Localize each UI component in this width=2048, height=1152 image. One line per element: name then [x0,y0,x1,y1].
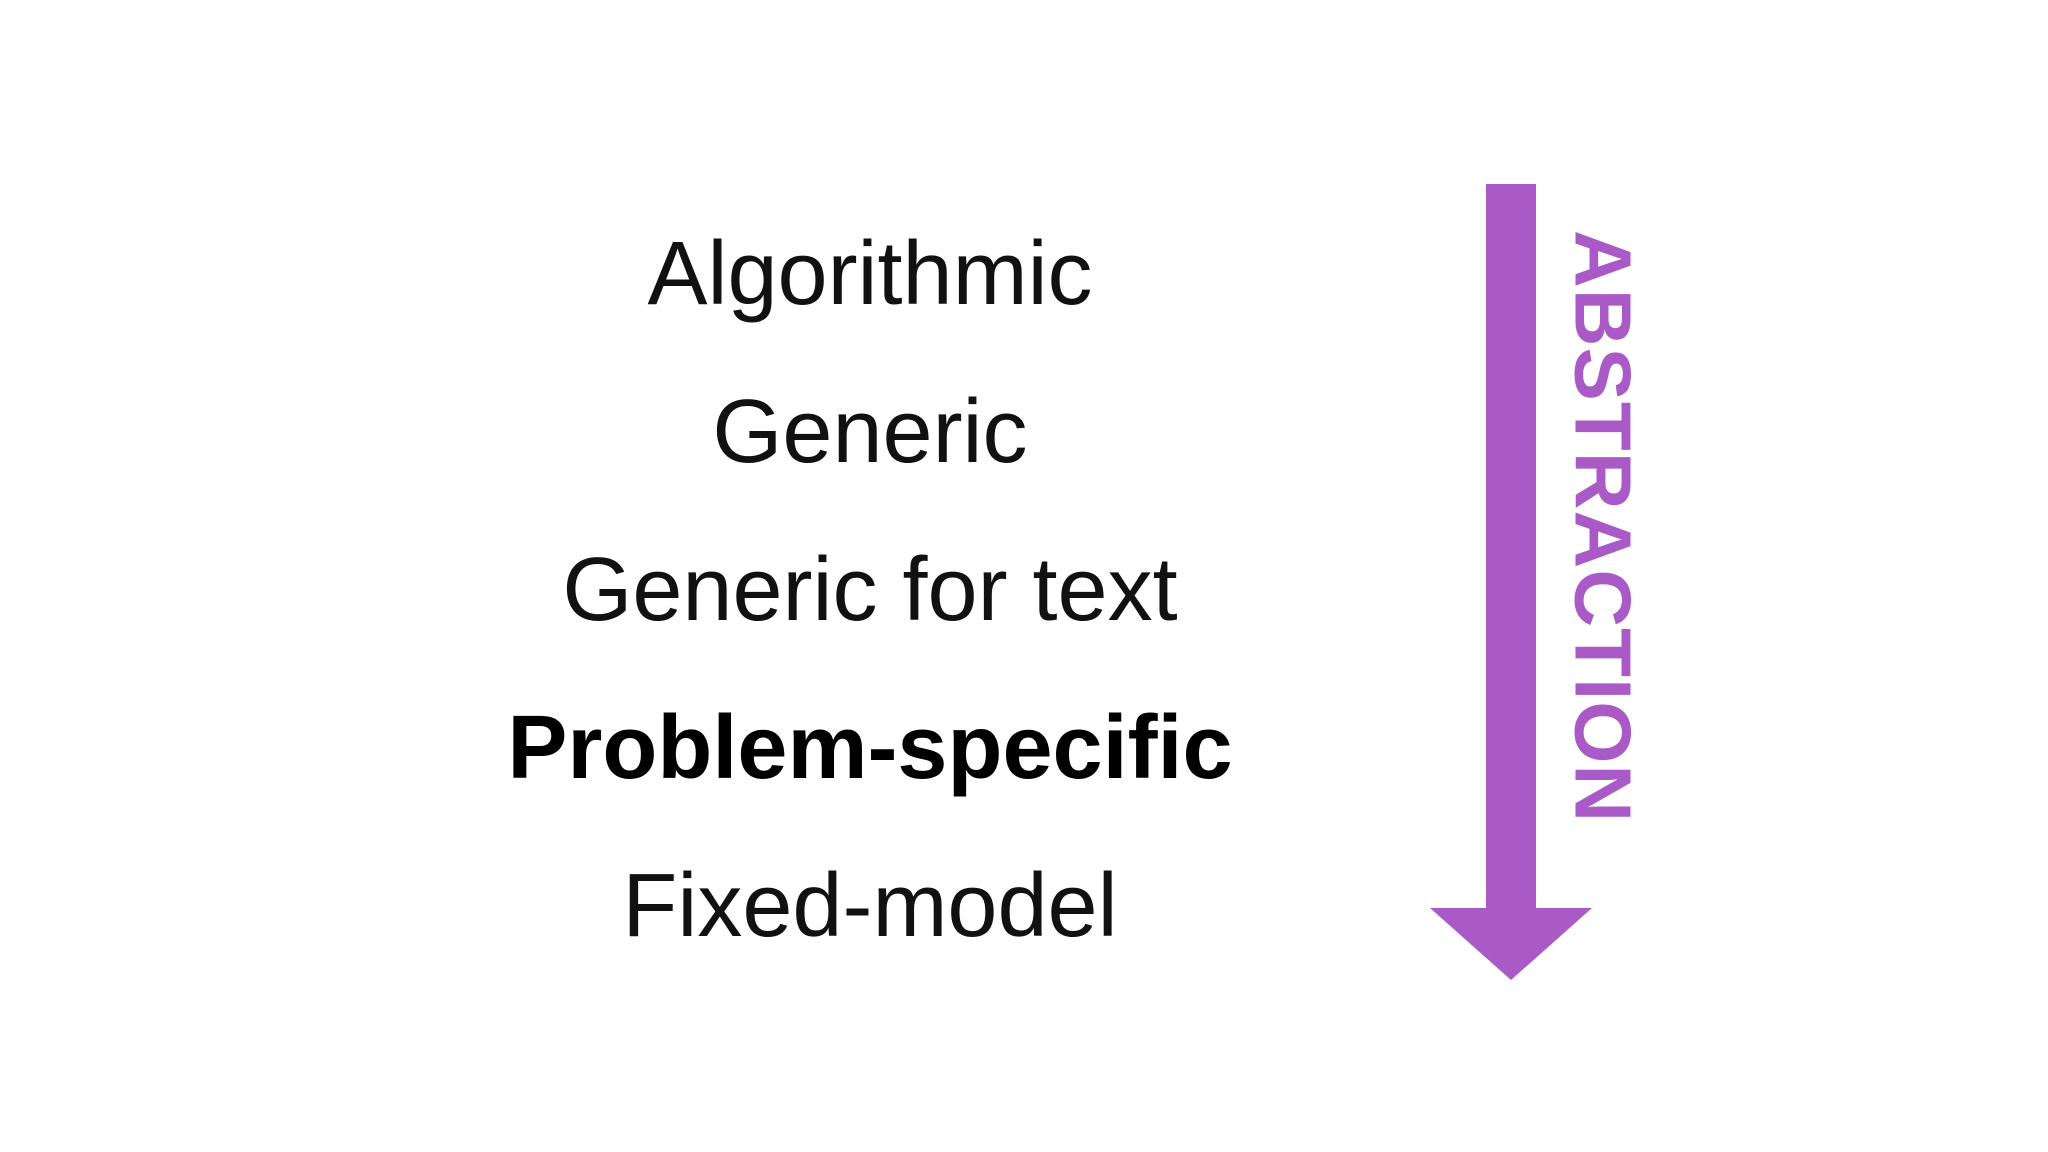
level-algorithmic: Algorithmic [647,223,1093,324]
arrow-shaft [1486,184,1536,910]
abstraction-arrow-label: ABSTRACTION [1558,230,1648,824]
abstraction-levels-list: Algorithmic Generic Generic for text Pro… [460,195,1280,985]
level-generic: Generic [712,381,1028,482]
level-problem-specific: Problem-specific [507,697,1233,798]
arrow-head [1430,908,1592,980]
level-generic-for-text: Generic for text [562,539,1178,640]
level-fixed-model: Fixed-model [622,855,1118,956]
